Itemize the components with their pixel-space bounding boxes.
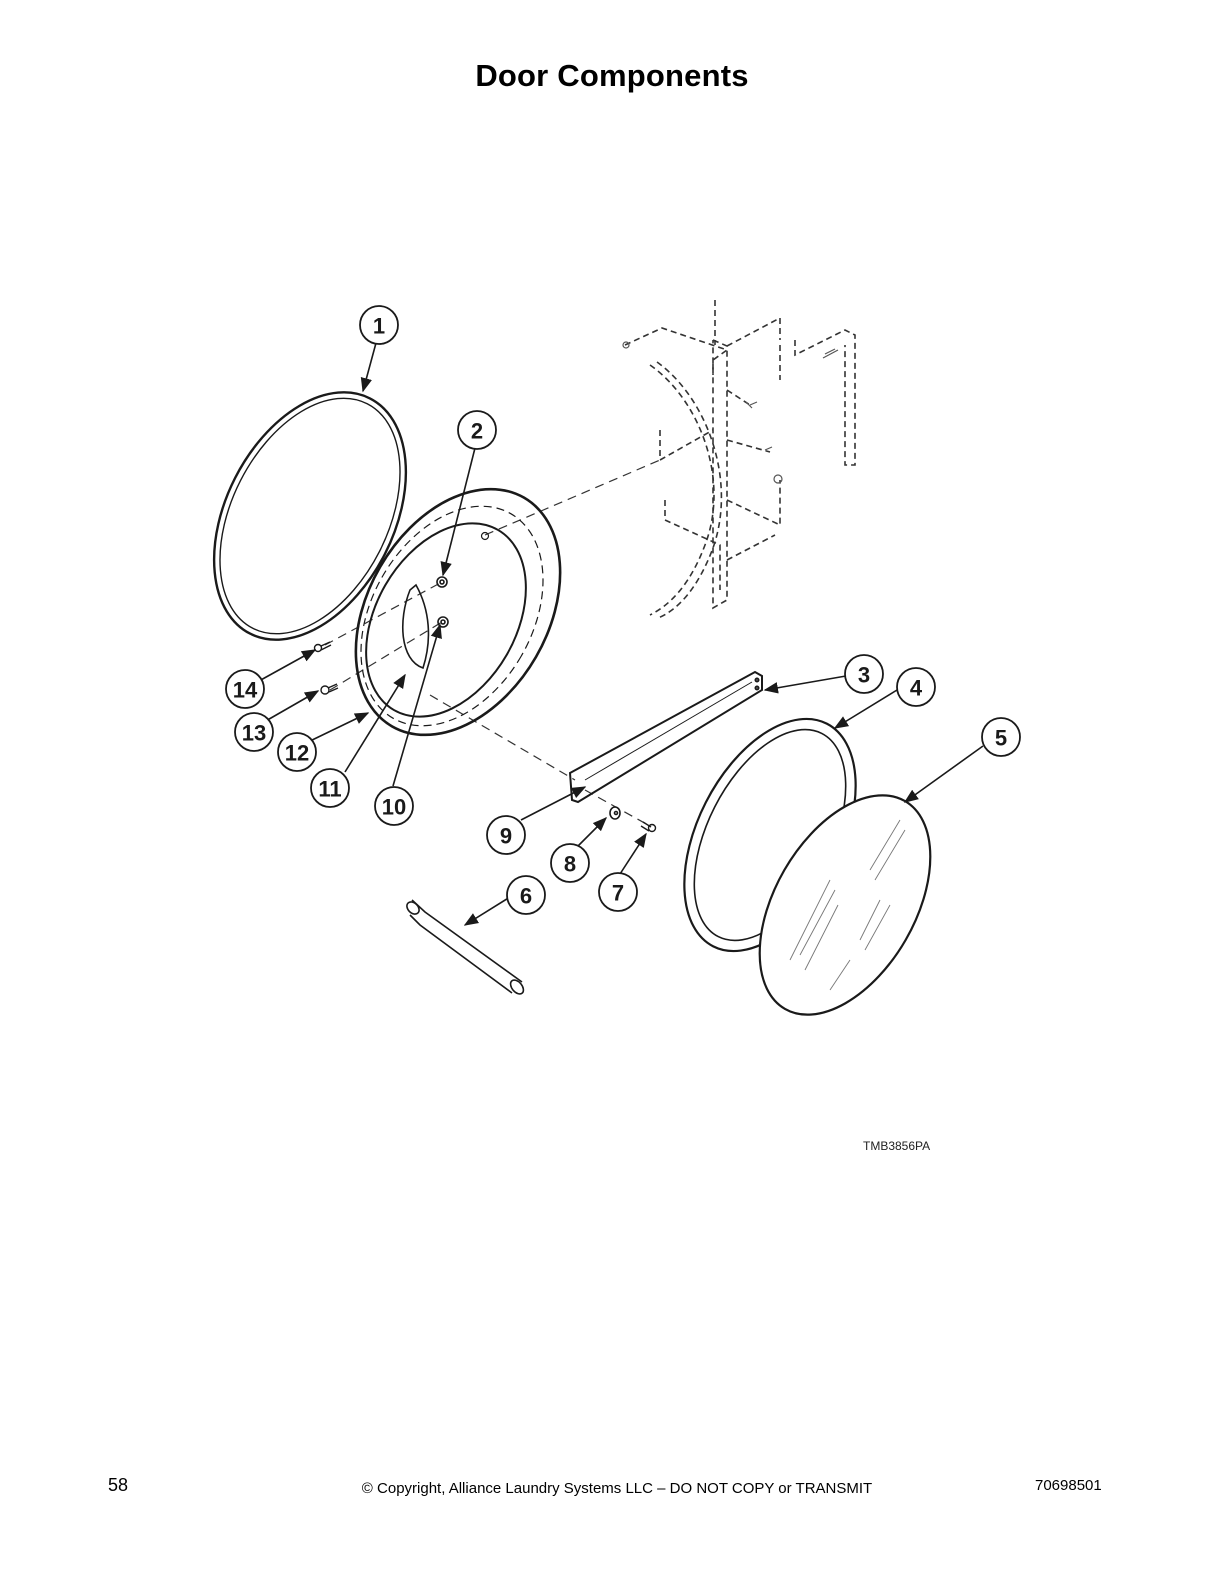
callout-8-label: 8 xyxy=(564,852,576,877)
callout-1[interactable]: 1 xyxy=(359,305,399,345)
callout-4[interactable]: 4 xyxy=(896,667,936,707)
callout-13[interactable]: 13 xyxy=(234,712,274,752)
part-12-door-frame xyxy=(354,487,562,737)
part-1-door-gasket xyxy=(212,391,408,641)
callout-2-label: 2 xyxy=(471,419,483,444)
footer-copyright: © Copyright, Alliance Laundry Systems LL… xyxy=(361,1480,873,1497)
callout-1-label: 1 xyxy=(373,314,385,339)
callout-11[interactable]: 11 xyxy=(310,768,350,808)
callout-14-label: 14 xyxy=(233,678,258,703)
callout-12-label: 12 xyxy=(285,741,309,766)
callout-6-label: 6 xyxy=(520,884,532,909)
callout-4-label: 4 xyxy=(910,676,923,701)
cabinet-hinge-assembly-dashed xyxy=(624,300,856,619)
callout-7[interactable]: 7 xyxy=(598,872,638,912)
callout-5[interactable]: 5 xyxy=(981,717,1021,757)
callout-9-label: 9 xyxy=(500,824,512,849)
part-8-washer xyxy=(609,806,621,820)
callout-8[interactable]: 8 xyxy=(550,843,590,883)
callout-10[interactable]: 10 xyxy=(374,786,414,826)
callout-7-label: 7 xyxy=(612,881,624,906)
callout-10-label: 10 xyxy=(382,795,406,820)
part-14-screw xyxy=(313,641,332,653)
part-3-hinge-plate xyxy=(568,670,763,804)
callout-6[interactable]: 6 xyxy=(506,875,546,915)
callout-3-label: 3 xyxy=(858,663,870,688)
callout-5-label: 5 xyxy=(995,726,1007,751)
callout-2[interactable]: 2 xyxy=(457,410,497,450)
footer-page-number: 58 xyxy=(108,1475,129,1495)
part-11-handle-insert xyxy=(401,583,430,670)
figure-id: TMB3856PA xyxy=(863,1139,931,1153)
part-6-hinge-pin xyxy=(406,899,525,995)
part-2-nut xyxy=(436,576,448,588)
callout-12[interactable]: 12 xyxy=(277,732,317,772)
cabinet-fasteners xyxy=(622,341,839,484)
callout-9[interactable]: 9 xyxy=(486,815,526,855)
alignment-lines xyxy=(324,459,661,827)
callout-3[interactable]: 3 xyxy=(844,654,884,694)
footer-document-number: 70698501 xyxy=(1035,1477,1102,1494)
part-5-door-glass xyxy=(758,794,932,1016)
callout-11-label: 11 xyxy=(318,777,341,802)
page-title: Door Components xyxy=(475,58,749,93)
part-13-screw xyxy=(320,683,339,695)
callout-13-label: 13 xyxy=(242,721,266,746)
part-7-screw xyxy=(640,821,657,833)
callout-14[interactable]: 14 xyxy=(225,669,265,709)
callout-leaders xyxy=(258,342,984,926)
part-10-nut xyxy=(437,616,449,628)
